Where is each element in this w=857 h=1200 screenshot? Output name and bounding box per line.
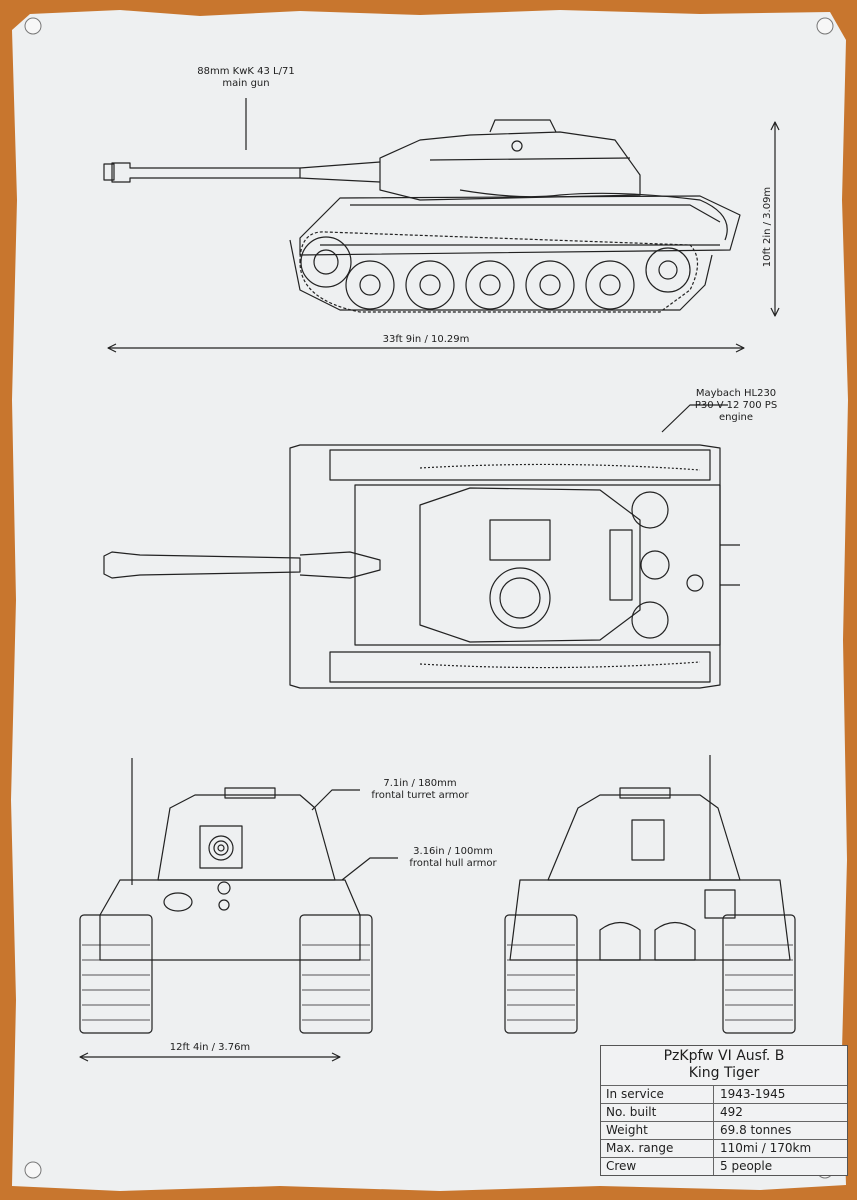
main-gun-label-line2: main gun bbox=[222, 78, 270, 89]
spec-value: 5 people bbox=[720, 1159, 773, 1173]
spec-key: No. built bbox=[601, 1104, 714, 1121]
metal-plate bbox=[11, 10, 848, 1191]
hull-armor-label: 3.16in / 100mm frontal hull armor bbox=[398, 846, 508, 870]
engine-label-line1: Maybach HL230 bbox=[695, 388, 777, 399]
height-dimension-label: 10ft 2in / 3.09m bbox=[762, 186, 773, 268]
spec-table: PzKpfw VI Ausf. B King Tiger In service … bbox=[600, 1045, 848, 1176]
side-view bbox=[103, 98, 780, 353]
turret-armor-label-line1: 7.1in / 180mm bbox=[383, 778, 457, 789]
spec-value: 492 bbox=[720, 1105, 743, 1119]
spec-row-max-range: Max. range 110mi / 170km bbox=[601, 1139, 847, 1157]
spec-key: Max. range bbox=[601, 1140, 714, 1157]
hole-icon bbox=[24, 1161, 42, 1179]
spec-value: 110mi / 170km bbox=[720, 1141, 812, 1155]
main-gun-label-line1: 88mm KwK 43 L/71 bbox=[197, 66, 295, 77]
spec-row-no-built: No. built 492 bbox=[601, 1103, 847, 1121]
road-wheels bbox=[300, 236, 691, 310]
engine-label: Maybach HL230 P30 V-12 700 PS engine bbox=[672, 388, 800, 424]
spec-value: 1943-1945 bbox=[720, 1087, 786, 1101]
spec-row-crew: Crew 5 people bbox=[601, 1157, 847, 1175]
hull-armor-label-line2: frontal hull armor bbox=[409, 858, 497, 869]
engine-label-line3: engine bbox=[718, 412, 754, 423]
width-dimension-label: 12ft 4in / 3.76m bbox=[169, 1042, 251, 1053]
front-view bbox=[79, 758, 398, 1062]
spec-value: 69.8 tonnes bbox=[720, 1123, 792, 1137]
length-dimension-label: 33ft 9in / 10.29m bbox=[382, 334, 470, 345]
hull-armor-label-line1: 3.16in / 100mm bbox=[413, 846, 493, 857]
engine-label-line2: P30 V-12 700 PS bbox=[694, 400, 778, 411]
turret-armor-label: 7.1in / 180mm frontal turret armor bbox=[360, 778, 480, 802]
spec-row-in-service: In service 1943-1945 bbox=[601, 1085, 847, 1103]
main-gun-label: 88mm KwK 43 L/71 main gun bbox=[186, 66, 306, 90]
spec-title-line1: PzKpfw VI Ausf. B bbox=[663, 1048, 785, 1064]
spec-title-line2: King Tiger bbox=[688, 1065, 760, 1081]
hole-icon bbox=[24, 17, 42, 35]
rear-view bbox=[504, 755, 796, 1034]
top-view bbox=[103, 404, 740, 689]
spec-key: In service bbox=[601, 1086, 714, 1103]
turret-armor-label-line2: frontal turret armor bbox=[371, 790, 469, 801]
spec-row-weight: Weight 69.8 tonnes bbox=[601, 1121, 847, 1139]
hole-icon bbox=[816, 17, 834, 35]
spec-key: Weight bbox=[601, 1122, 714, 1139]
spec-key: Crew bbox=[601, 1158, 714, 1175]
